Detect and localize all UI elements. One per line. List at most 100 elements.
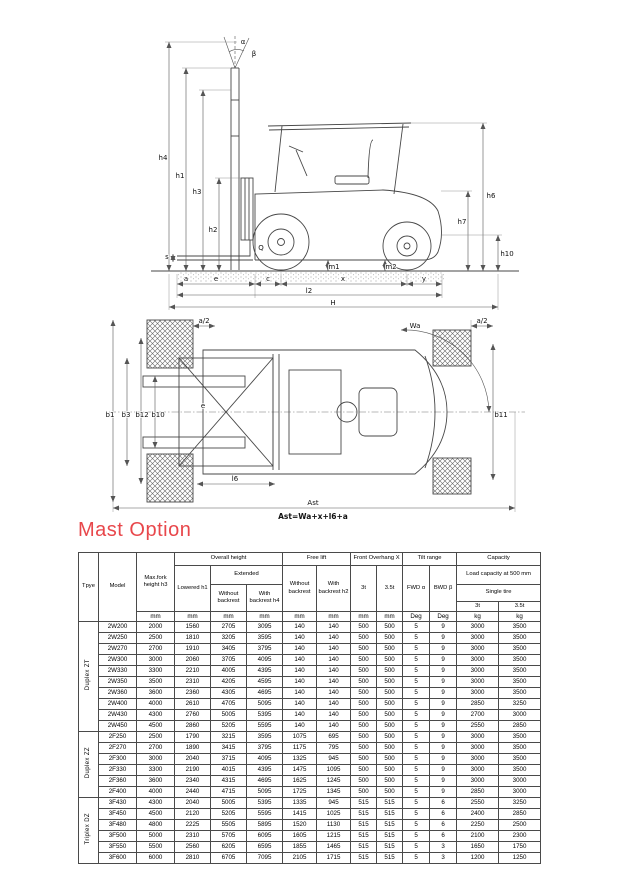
table-cell: 6705 <box>210 852 247 864</box>
table-cell: 140 <box>316 643 352 655</box>
table-cell: 9 <box>429 775 458 787</box>
table-cell: 1725 <box>282 786 318 798</box>
table-cell: 2060 <box>174 654 211 666</box>
dim-label-b10: b10 <box>151 411 164 419</box>
table-cell: 1075 <box>282 731 318 743</box>
table-cell: 2500 <box>498 819 542 831</box>
col-group-extended: Extended <box>209 565 284 585</box>
dim-label-l2: l2 <box>306 287 312 295</box>
dim-label-e: e <box>214 275 218 283</box>
table-cell: 795 <box>316 742 352 754</box>
table-cell: 6595 <box>245 841 284 853</box>
table-cell: 2210 <box>174 665 211 677</box>
table-cell: 3205 <box>210 632 247 644</box>
table-cell: 500 <box>376 775 404 787</box>
table-cell: 2W300 <box>98 654 137 666</box>
table-cell: 5205 <box>210 720 247 732</box>
dim-label-b12: b12 <box>135 411 148 419</box>
table-cell: 9 <box>429 676 458 688</box>
table-cell: 500 <box>376 643 404 655</box>
table-cell: 1325 <box>282 753 318 765</box>
table-cell: 3000 <box>456 676 500 688</box>
col-overhang-3-5t: 3.5t <box>376 565 404 612</box>
ast-formula: Ast=Wa+x+l6+a <box>278 512 348 521</box>
col-overhang-3t: 3t <box>350 565 378 612</box>
col-capacity-3-5t: 3.5t <box>498 601 542 612</box>
table-cell: 3250 <box>498 698 542 710</box>
table-cell: 9 <box>429 731 458 743</box>
table-cell: 5000 <box>136 830 175 842</box>
table-cell: 4715 <box>210 786 247 798</box>
table-cell: 1790 <box>174 731 211 743</box>
unit-cell: Deg <box>402 611 431 622</box>
table-cell: 2440 <box>174 786 211 798</box>
table-cell: 4500 <box>136 720 175 732</box>
table-cell: 5 <box>402 830 431 842</box>
table-cell: 140 <box>316 676 352 688</box>
table-cell: 4800 <box>136 819 175 831</box>
table-cell: 3000 <box>136 753 175 765</box>
table-cell: 500 <box>376 720 404 732</box>
table-cell: 1650 <box>456 841 500 853</box>
table-cell: 4315 <box>210 775 247 787</box>
table-cell: 5095 <box>245 698 284 710</box>
table-cell: 515 <box>350 819 378 831</box>
dim-label-b3: b3 <box>122 411 131 419</box>
table-cell: 9 <box>429 654 458 666</box>
table-cell: 4695 <box>245 687 284 699</box>
table-cell: 945 <box>316 753 352 765</box>
dim-label-y: y <box>422 275 426 283</box>
table-cell: 5 <box>402 753 431 765</box>
col-group-load-capacity: Load capacity at 500 mm <box>456 565 542 585</box>
col-capacity-3t: 3t <box>456 601 500 612</box>
table-cell: 140 <box>282 621 318 633</box>
table-cell: 3415 <box>210 742 247 754</box>
table-cell: 500 <box>350 632 378 644</box>
table-cell: 140 <box>282 687 318 699</box>
table-cell: 5595 <box>245 720 284 732</box>
dim-label-a2-left: a/2 <box>198 317 209 325</box>
table-cell: 2500 <box>136 731 175 743</box>
table-cell: 6 <box>429 808 458 820</box>
dim-label-c: c <box>266 275 270 283</box>
col-group-capacity: Capacity <box>456 552 542 566</box>
table-cell: 1250 <box>498 852 542 864</box>
dim-label-b1: b1 <box>106 411 115 419</box>
table-cell: 1465 <box>316 841 352 853</box>
table-cell: 1175 <box>282 742 318 754</box>
table-cell: 2850 <box>498 720 542 732</box>
table-cell: 5395 <box>245 797 284 809</box>
table-cell: 500 <box>350 698 378 710</box>
table-cell: 515 <box>376 819 404 831</box>
table-cell: 2810 <box>174 852 211 864</box>
dim-label-h10: h10 <box>500 250 513 258</box>
unit-cell: mm <box>210 611 247 622</box>
table-cell: 3 <box>429 841 458 853</box>
table-cell: 3250 <box>498 797 542 809</box>
table-cell: 140 <box>282 720 318 732</box>
table-cell: 140 <box>316 665 352 677</box>
table-cell: 2700 <box>456 709 500 721</box>
table-cell: 3000 <box>456 654 500 666</box>
col-fwd-alpha: FWD α <box>402 565 431 612</box>
table-cell: 2310 <box>174 676 211 688</box>
table-cell: 1520 <box>282 819 318 831</box>
table-cell: 4595 <box>245 676 284 688</box>
table-cell: 5 <box>402 676 431 688</box>
table-cell: 5 <box>402 797 431 809</box>
table-cell: 3500 <box>136 676 175 688</box>
table-cell: 5 <box>402 643 431 655</box>
table-cell: 5 <box>402 632 431 644</box>
top-dimension-labels: a/2 a/2 Wa b1 b3 b12 b10 b11 l6 e Ast As… <box>105 316 509 521</box>
table-cell: 9 <box>429 742 458 754</box>
table-cell: 9 <box>429 720 458 732</box>
table-cell: 3600 <box>136 687 175 699</box>
table-cell: 500 <box>376 764 404 776</box>
table-cell: 9 <box>429 687 458 699</box>
